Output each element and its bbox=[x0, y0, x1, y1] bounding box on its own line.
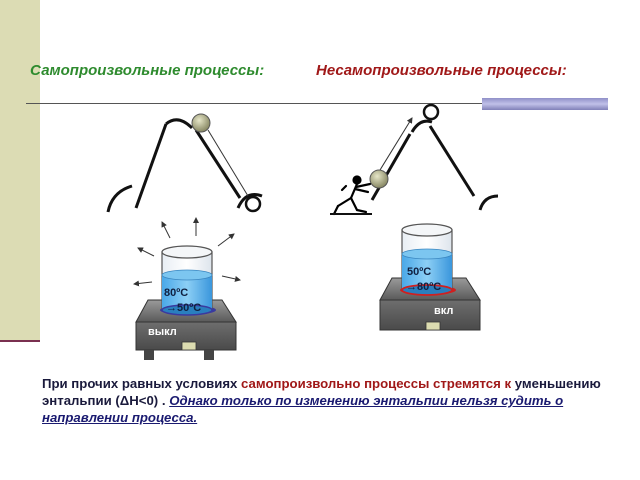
right-ball-top bbox=[422, 103, 440, 121]
left-beaker bbox=[161, 245, 213, 316]
text-part3: уменьшению энтальпии (ΔН<0) . bbox=[42, 376, 601, 408]
left-hill bbox=[106, 118, 263, 213]
nonspontaneous-title: Несамопроизвольные процессы: bbox=[316, 62, 567, 79]
left-temp-start: 80ºС bbox=[164, 287, 189, 299]
pushing-man bbox=[332, 175, 372, 216]
left-ball-bottom bbox=[244, 195, 262, 213]
left-temp-end: →50ºС bbox=[166, 302, 202, 314]
decor-stripe bbox=[482, 98, 608, 110]
right-ball-bottom bbox=[369, 169, 389, 189]
right-switch-label: вкл bbox=[434, 305, 454, 317]
text-part1: При прочих равных условиях bbox=[42, 376, 242, 391]
left-ball-top bbox=[191, 113, 211, 133]
text-part2: самопроизвольно процессы стремятся к bbox=[241, 376, 512, 391]
heat-arrows bbox=[133, 217, 241, 287]
right-hill bbox=[370, 119, 499, 211]
right-temp-end: →80ºС bbox=[406, 281, 442, 293]
divider-line bbox=[26, 103, 608, 104]
left-decor-bar bbox=[0, 0, 40, 340]
right-beaker bbox=[401, 223, 453, 296]
text-part4: Однако только по изменению энтальпии нел… bbox=[42, 393, 564, 425]
conclusion-text: При прочих равных условиях самопроизволь… bbox=[42, 375, 632, 426]
left-ball-path bbox=[207, 129, 249, 197]
left-switch-label: выкл bbox=[148, 326, 177, 338]
left-decor-line bbox=[0, 340, 40, 342]
spontaneous-title: Самопроизвольные процессы: bbox=[30, 62, 265, 79]
right-push-arrow bbox=[379, 117, 413, 171]
right-temp-start: 50ºС bbox=[407, 266, 432, 278]
